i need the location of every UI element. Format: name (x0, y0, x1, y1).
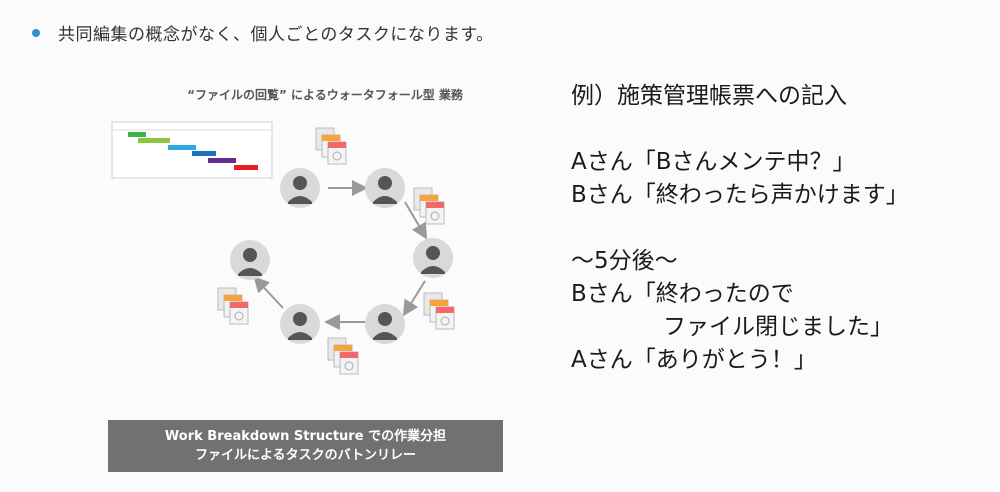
gantt-bar (138, 138, 170, 143)
gantt-bar (234, 165, 258, 170)
person-icon (280, 304, 320, 344)
dialog-line: Aさん「Bさんメンテ中？」 (571, 149, 856, 175)
gantt-bar (128, 132, 146, 137)
bullet-text: 共同編集の概念がなく、個人ごとのタスクになります。 (58, 25, 494, 45)
gantt-bar (168, 145, 196, 150)
gantt-bar (208, 158, 236, 163)
person-icon (413, 238, 453, 278)
dialog-line: Bさん「終わったので (571, 281, 794, 307)
file-stack-icon (327, 337, 359, 375)
gantt-chart (111, 121, 273, 179)
bullet-item: 共同編集の概念がなく、個人ごとのタスクになります。 (32, 20, 494, 45)
workflow-diagram (111, 121, 455, 375)
figure-caption: Work Breakdown Structure での作業分担 ファイルによるタ… (108, 420, 503, 472)
dialog-line: ファイル閉じました」 (571, 314, 893, 340)
person-icon (365, 168, 405, 208)
gantt-bar (192, 151, 216, 156)
dialog-line: Bさん「終わったら声かけます」 (571, 182, 909, 208)
bullet-dot (32, 28, 40, 37)
person-icon (365, 304, 405, 344)
file-stack-icon (413, 187, 445, 225)
figure-title: “ファイルの回覧” によるウォータフォール型 業務 (187, 88, 463, 102)
caption-line: ファイルによるタスクのバトンリレー (194, 448, 416, 463)
example-dialog: 例）施策管理帳票への記入 Aさん「Bさんメンテ中？」 Bさん「終わったら声かけま… (571, 80, 909, 377)
time-note: 〜5分後〜 (571, 248, 678, 274)
person-icon (230, 240, 270, 280)
file-stack-icon (315, 127, 347, 165)
example-heading: 例）施策管理帳票への記入 (571, 83, 847, 109)
caption-line: Work Breakdown Structure での作業分担 (164, 429, 447, 444)
dialog-line: Aさん「ありがとう！」 (571, 347, 817, 373)
file-stack-icon (217, 287, 249, 325)
file-stack-icon (423, 292, 455, 330)
person-icon (280, 168, 320, 208)
